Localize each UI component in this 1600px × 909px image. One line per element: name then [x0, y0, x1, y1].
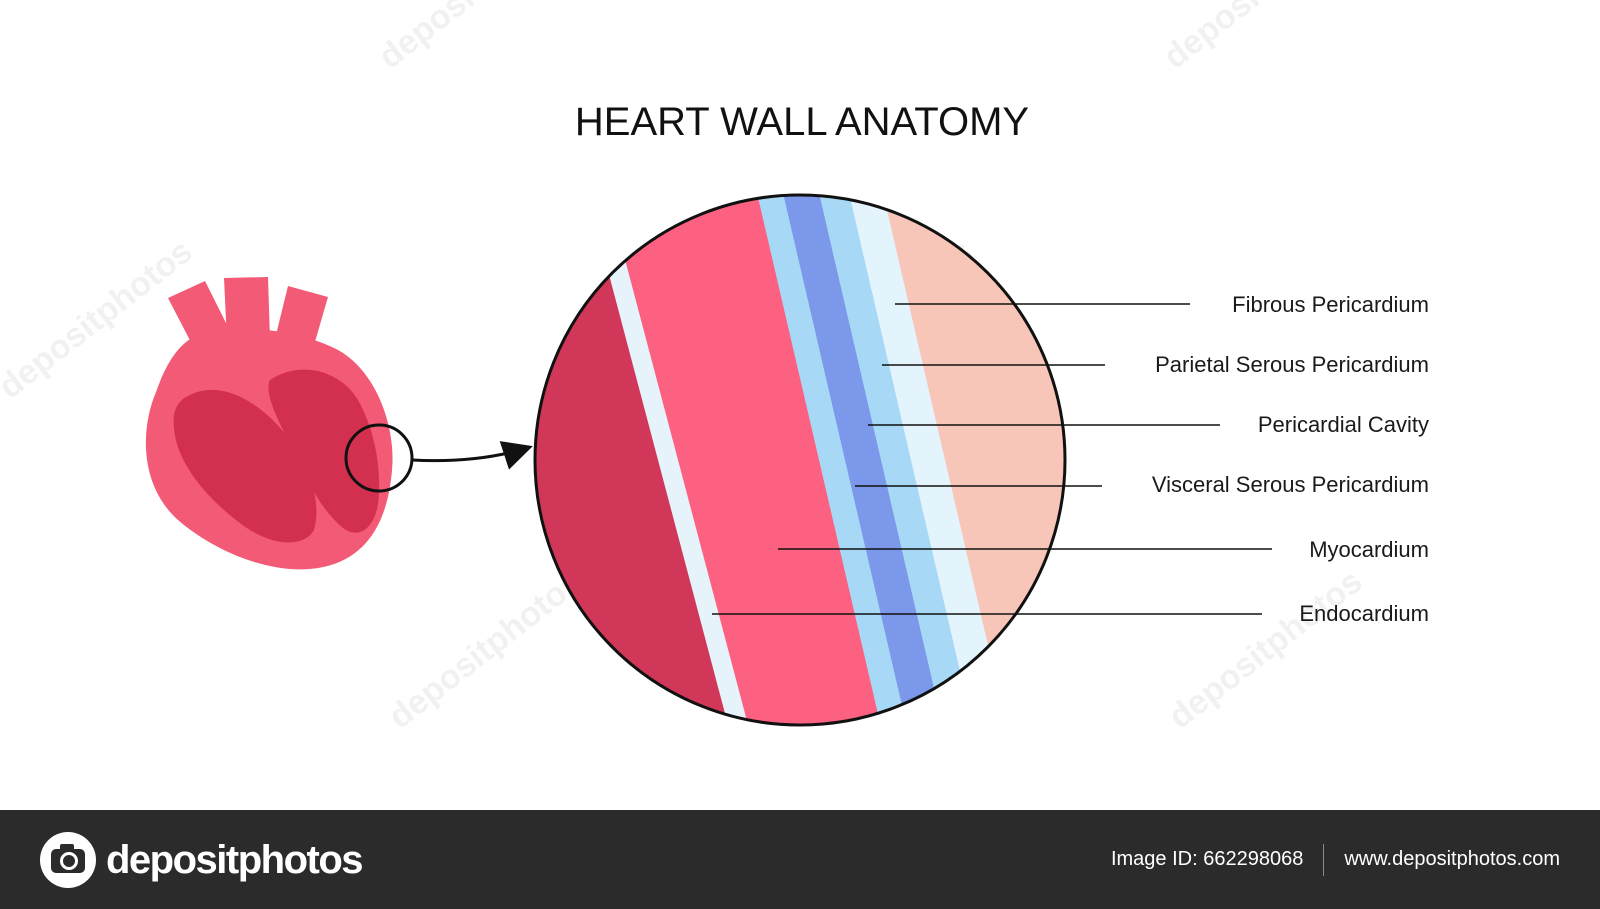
watermark-text: depositphotos	[1157, 0, 1365, 76]
footer-bar: depositphotos Image ID: 662298068 www.de…	[0, 810, 1600, 909]
footer-image-id: Image ID: 662298068	[1110, 848, 1304, 870]
footer-divider	[1323, 843, 1325, 876]
heart-left-chamber	[173, 389, 317, 543]
watermark-text: depositphotos	[1162, 562, 1370, 736]
diagram-title: HEART WALL ANATOMY	[575, 100, 1029, 144]
layer-pericardial-cavity	[776, 195, 946, 725]
watermark-text: depositphotos	[382, 562, 590, 736]
layer-serous-white	[840, 195, 1010, 725]
footer-website-link[interactable]: www.depositphotos.com	[1344, 848, 1560, 870]
heart-zoom-circle	[344, 423, 414, 493]
label-endocardium: Endocardium	[1299, 601, 1429, 626]
heart-illustration	[145, 277, 533, 570]
heart-vessel-middle	[224, 277, 270, 342]
footer-info: Image ID: 662298068 www.depositphotos.co…	[1111, 810, 1560, 909]
heart-right-chamber	[268, 369, 380, 533]
zoom-circle-outline	[533, 193, 1067, 727]
heart-wall-zoom	[533, 193, 1067, 727]
camera-icon	[40, 832, 96, 888]
label-visceral-serous-pericardium: Visceral Serous Pericardium	[1152, 472, 1429, 497]
leader-lines	[712, 303, 1272, 615]
footer-logo[interactable]: depositphotos	[40, 832, 364, 888]
label-parietal-serous-pericardium: Parietal Serous Pericardium	[1155, 352, 1429, 377]
layer-parietal-serous	[812, 195, 976, 725]
label-myocardium: Myocardium	[1309, 537, 1429, 562]
watermark-text: depositphotos	[372, 0, 580, 76]
layer-labels: Fibrous Pericardium Parietal Serous Peri…	[1152, 292, 1429, 626]
layer-myocardium	[600, 195, 884, 725]
zoom-arrow	[411, 441, 533, 470]
label-fibrous-pericardium: Fibrous Pericardium	[1232, 292, 1429, 317]
label-pericardial-cavity: Pericardial Cavity	[1258, 412, 1429, 437]
footer-brand-name: depositphotos	[106, 837, 364, 882]
layer-endocardium	[580, 195, 752, 725]
layer-visceral-serous	[750, 195, 910, 725]
